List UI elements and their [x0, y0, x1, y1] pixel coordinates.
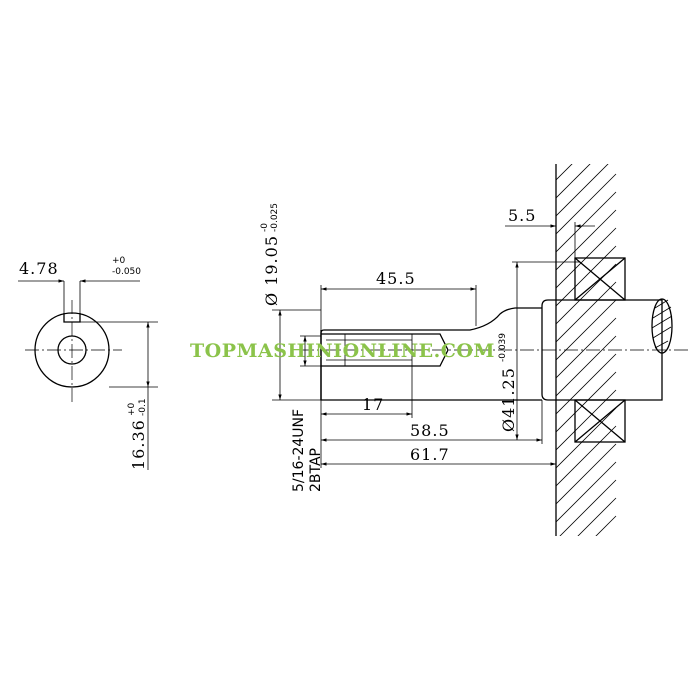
- end-view: 4.78 +0 -0.050 16.36 +0 -0.1: [18, 256, 158, 470]
- keyway-tol-upper: +0: [112, 256, 126, 266]
- hatch-line: [556, 173, 617, 235]
- hatch-line: [556, 164, 591, 199]
- shaft-diameter-tol-lower: -0.025: [270, 203, 280, 232]
- hatch-line: [556, 353, 617, 415]
- hatch-line: [556, 209, 617, 271]
- hatch-line: [556, 371, 617, 433]
- mounting-wall: [555, 164, 630, 536]
- key-depth-value: 16.36: [129, 419, 148, 470]
- hatch-line: [556, 335, 617, 397]
- hatch-line: [556, 425, 617, 487]
- thread-tap-label: 2BTAP: [308, 448, 324, 492]
- hatch-line: [577, 497, 617, 536]
- shaft-diameter-tol-upper: -0: [260, 223, 270, 232]
- hatch-line: [559, 479, 617, 536]
- hatch-line: [556, 164, 573, 181]
- hatch-line: [556, 317, 617, 379]
- overall-length-value: 61.7: [410, 445, 450, 464]
- hatch-line: [556, 461, 617, 523]
- shaft-diameter-value: Ø 19.05: [262, 235, 281, 306]
- length-to-flange-value: 58.5: [410, 421, 450, 440]
- hatch-line: [556, 191, 617, 253]
- key-depth-tol-lower: -0.1: [138, 398, 148, 416]
- wall-hatching: [556, 164, 617, 536]
- hatch-line: [556, 443, 617, 505]
- side-view: 45.5 Ø 19.05 -0 -0.025 5/16-24UNF 2BTAP …: [260, 164, 690, 536]
- flange-diameter-tol: -0.039: [498, 333, 508, 362]
- hatch-line: [595, 515, 617, 536]
- shaft-flange: [541, 299, 663, 401]
- shaft-length-value: 45.5: [376, 269, 416, 288]
- hatch-line: [556, 164, 609, 217]
- hatch-line: [556, 407, 617, 469]
- thread-depth-value: 17: [362, 395, 384, 414]
- keyway-width-value: 4.78: [19, 259, 59, 278]
- thread-spec-label: 5/16-24UNF: [291, 409, 307, 492]
- bearing-offset-value: 5.5: [508, 206, 536, 225]
- watermark-text: TOPMASHINIONLINE.COM: [190, 340, 495, 362]
- hatch-line: [556, 281, 617, 343]
- shaft-break-section: [651, 298, 673, 354]
- hatch-line: [556, 245, 617, 307]
- flange-diameter-value: Ø41.25: [499, 367, 518, 432]
- key-depth-tol-upper: +0: [127, 402, 137, 416]
- keyway-tol-lower: -0.050: [112, 267, 141, 277]
